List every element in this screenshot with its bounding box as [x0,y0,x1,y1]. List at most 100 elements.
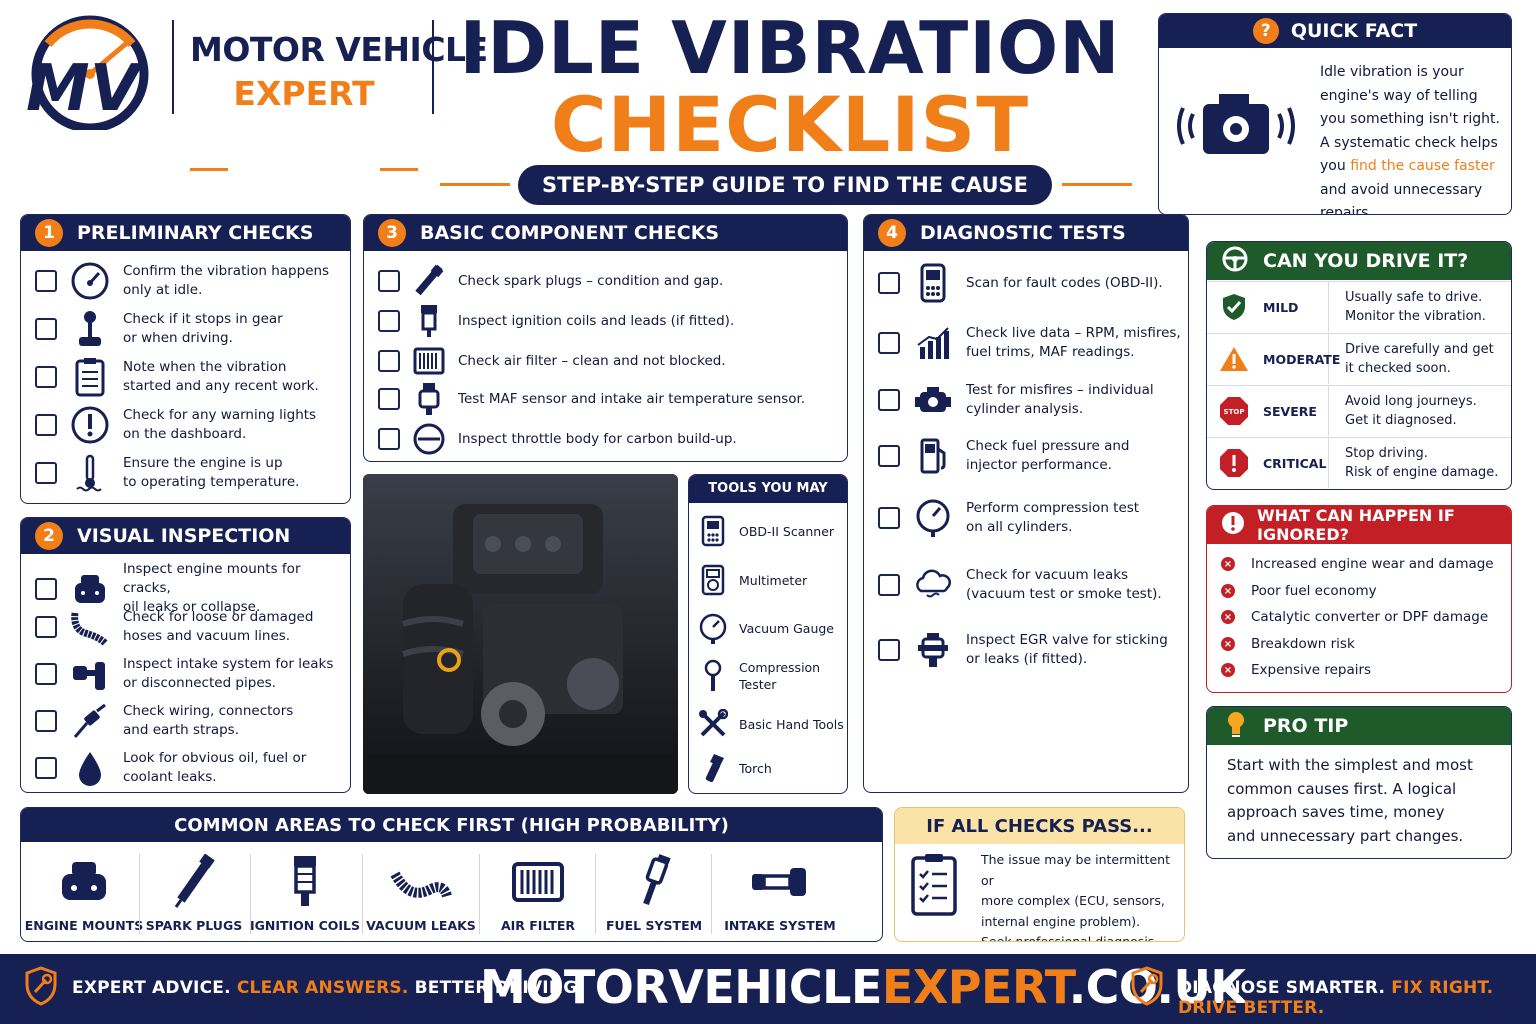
checkbox[interactable] [35,757,57,779]
severity-description: Avoid long journeys.Get it diagnosed. [1345,394,1477,428]
tool-label: Torch [739,760,772,776]
checkbox[interactable] [878,445,900,467]
checkbox[interactable] [378,350,400,372]
checklist-text: Inspect engine mounts for cracks,oil lea… [123,561,301,615]
checkbox[interactable] [35,616,57,638]
checklist-text: Scan for fault codes (OBD-II). [966,274,1163,291]
checklist-text: Check for vacuum leaks(vacuum test or sm… [966,567,1162,602]
preliminary-checks-card: 1 PRELIMINARY CHECKS Confirm the vibrati… [20,214,351,504]
common-area-label: ENGINE MOUNTS [24,918,144,933]
severity-description: Usually safe to drive.Monitor the vibrat… [1345,290,1486,324]
tool-item: Vacuum Gauge [697,612,834,644]
pressure-gauge-icon [912,498,954,538]
pro-tip-text: Start with the simplest and most common … [1227,756,1473,845]
thermometer-icon [69,453,111,493]
section-title: PRELIMINARY CHECKS [77,222,314,244]
checklist-item: Check spark plugs – condition and gap. [364,261,847,301]
consequence-item: ×Poor fuel economy [1221,583,1377,599]
divider [440,183,510,186]
checklist-text: Inspect throttle body for carbon build-u… [458,430,737,447]
checklist-item: Check air filter – clean and not blocked… [364,341,847,381]
checkbox[interactable] [878,507,900,529]
svg-text:STOP: STOP [1224,408,1245,416]
checkbox[interactable] [35,414,57,436]
section-title: DIAGNOSTIC TESTS [920,222,1126,244]
checkbox[interactable] [378,310,400,332]
checkbox[interactable] [35,462,57,484]
checkbox[interactable] [378,428,400,450]
checkbox[interactable] [35,318,57,340]
divider [362,854,363,934]
common-area-label: IGNITION COILS [249,918,361,933]
checklist-text: Test MAF sensor and intake air temperatu… [458,390,806,407]
shield-wrench-icon [24,966,58,1010]
checkbox[interactable] [35,577,57,600]
lightbulb-icon [1225,710,1247,743]
common-area-item: FUEL SYSTEM [597,852,711,941]
quick-fact-text: Idle vibration is your engine's way of t… [1320,64,1500,215]
checkbox[interactable] [878,272,900,294]
checkbox[interactable] [35,710,57,732]
x-icon: × [1221,637,1235,651]
fuel-pump-icon [912,436,954,476]
if-all-pass-header: IF ALL CHECKS PASS... [895,808,1184,844]
checklist-text: Inspect ignition coils and leads (if fit… [458,312,735,329]
common-areas-card: COMMON AREAS TO CHECK FIRST (HIGH PROBAB… [20,807,883,942]
checkbox[interactable] [35,270,57,292]
checkbox[interactable] [35,663,57,685]
tool-label: Vacuum Gauge [739,620,835,636]
tools-card: TOOLS YOU MAY NEED OBD-II Scanner Multim… [688,474,848,794]
section-title: PRO TIP [1263,715,1349,737]
fluid-drop-icon [69,748,111,788]
tool-item: Multimeter [697,564,807,596]
basic-checks-header: 3 BASIC COMPONENT CHECKS [364,215,847,251]
obd-scanner-icon [912,263,954,303]
common-area-label: INTAKE SYSTEM [724,918,836,933]
diagnostic-tests-header: 4 DIAGNOSTIC TESTS [864,215,1188,251]
page-title: IDLE VIBRATION [459,6,1121,90]
brand-name-expert: EXPERT [190,74,418,171]
page-title-accent: CHECKLIST [550,80,1030,169]
section-title: WHAT CAN HAPPEN IF IGNORED? [1257,506,1455,544]
common-area-item: IGNITION COILS [248,852,362,941]
intake-icon [69,654,111,694]
engine-mount-icon [56,852,112,912]
checkbox[interactable] [378,270,400,292]
basic-component-checks-card: 3 BASIC COMPONENT CHECKS Check spark plu… [363,214,848,462]
x-icon: × [1221,610,1235,624]
tool-item: OBD-II Scanner [697,515,834,547]
brand-name: MOTOR VEHICLE [190,30,488,69]
checkbox[interactable] [35,366,57,388]
checkbox[interactable] [878,332,900,354]
section-title: CAN YOU DRIVE IT? [1263,250,1469,272]
checkbox[interactable] [878,639,900,661]
step-number: 3 [378,219,406,247]
page-subtitle: STEP-BY-STEP GUIDE TO FIND THE CAUSE [518,165,1052,205]
checkbox[interactable] [878,574,900,596]
footer-slogan-right: DIAGNOSE SMARTER. FIX RIGHT. DRIVE BETTE… [1178,978,1494,1018]
common-area-label: FUEL SYSTEM [605,918,703,933]
x-icon: × [1221,557,1235,571]
footer-website[interactable]: MOTORVEHICLEEXPERT.CO.UK [480,960,1246,1014]
air-filter-icon [510,852,566,912]
x-icon: × [1221,584,1235,598]
engine-icon [912,380,954,420]
if-all-pass-card: IF ALL CHECKS PASS... The issue may be i… [894,807,1185,942]
checkbox[interactable] [378,388,400,410]
fuel-injector-icon [632,852,676,912]
can-you-drive-card: CAN YOU DRIVE IT? MILD Usually safe to d… [1206,241,1512,490]
common-area-item: VACUUM LEAKS [364,852,478,941]
checkbox[interactable] [878,389,900,411]
severity-row: MILD Usually safe to drive.Monitor the v… [1207,281,1511,332]
